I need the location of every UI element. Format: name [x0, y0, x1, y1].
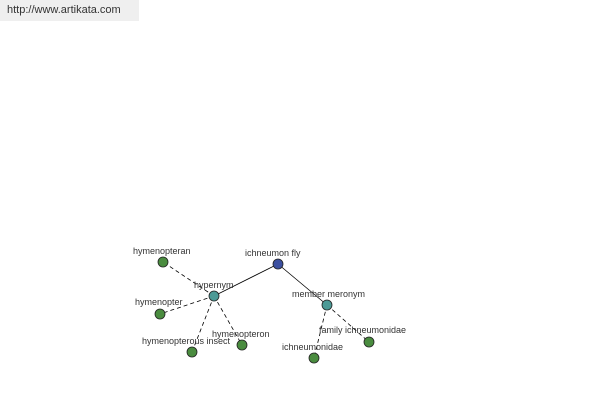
edge-root-hypernym: [213, 263, 279, 297]
labels-layer: ichneumon fly hypernym member meronym hymen…: [133, 246, 406, 352]
url-banner: http://www.artikata.com: [0, 0, 139, 21]
edge-hypernym-hymenopteron: [213, 295, 243, 346]
node-hypernym[interactable]: [208, 290, 220, 302]
edge-hypernym-hymenopteran: [162, 261, 215, 297]
node-member-meronym[interactable]: [321, 299, 333, 311]
edge-member-meronym-ichneumonidae: [313, 304, 328, 359]
node-hymenopteron[interactable]: [236, 339, 248, 351]
label-hypernym[interactable]: hypernym: [194, 280, 234, 290]
edge-root-member-meronym: [277, 263, 328, 306]
label-hymenopterous-insect[interactable]: hymenopterous insect: [142, 336, 231, 346]
node-hymenopteran[interactable]: [157, 256, 169, 268]
node-root[interactable]: [272, 258, 284, 270]
label-member-meronym[interactable]: member meronym: [292, 289, 365, 299]
node-family-ichneumonidae[interactable]: [363, 336, 375, 348]
edge-hypernym-hymenopter: [159, 295, 215, 315]
node-ichneumonidae[interactable]: [308, 352, 320, 364]
label-hymenopteran[interactable]: hymenopteran: [133, 246, 191, 256]
node-hymenopter[interactable]: [154, 308, 166, 320]
edge-hypernym-hymenopterous-insect: [191, 295, 215, 353]
url-text: http://www.artikata.com: [7, 4, 121, 16]
label-root[interactable]: ichneumon fly: [245, 248, 301, 258]
label-hymenopter[interactable]: hymenopter: [135, 297, 183, 307]
edge-member-meronym-family-ichneumonidae: [326, 304, 370, 343]
label-ichneumonidae[interactable]: ichneumonidae: [282, 342, 343, 352]
label-family-ichneumonidae[interactable]: family ichneumonidae: [319, 325, 406, 335]
label-hymenopteron[interactable]: hymenopteron: [212, 329, 270, 339]
edges-layer: [159, 261, 370, 359]
node-hymenopterous-insect[interactable]: [186, 346, 198, 358]
nodes-layer: [154, 256, 375, 364]
